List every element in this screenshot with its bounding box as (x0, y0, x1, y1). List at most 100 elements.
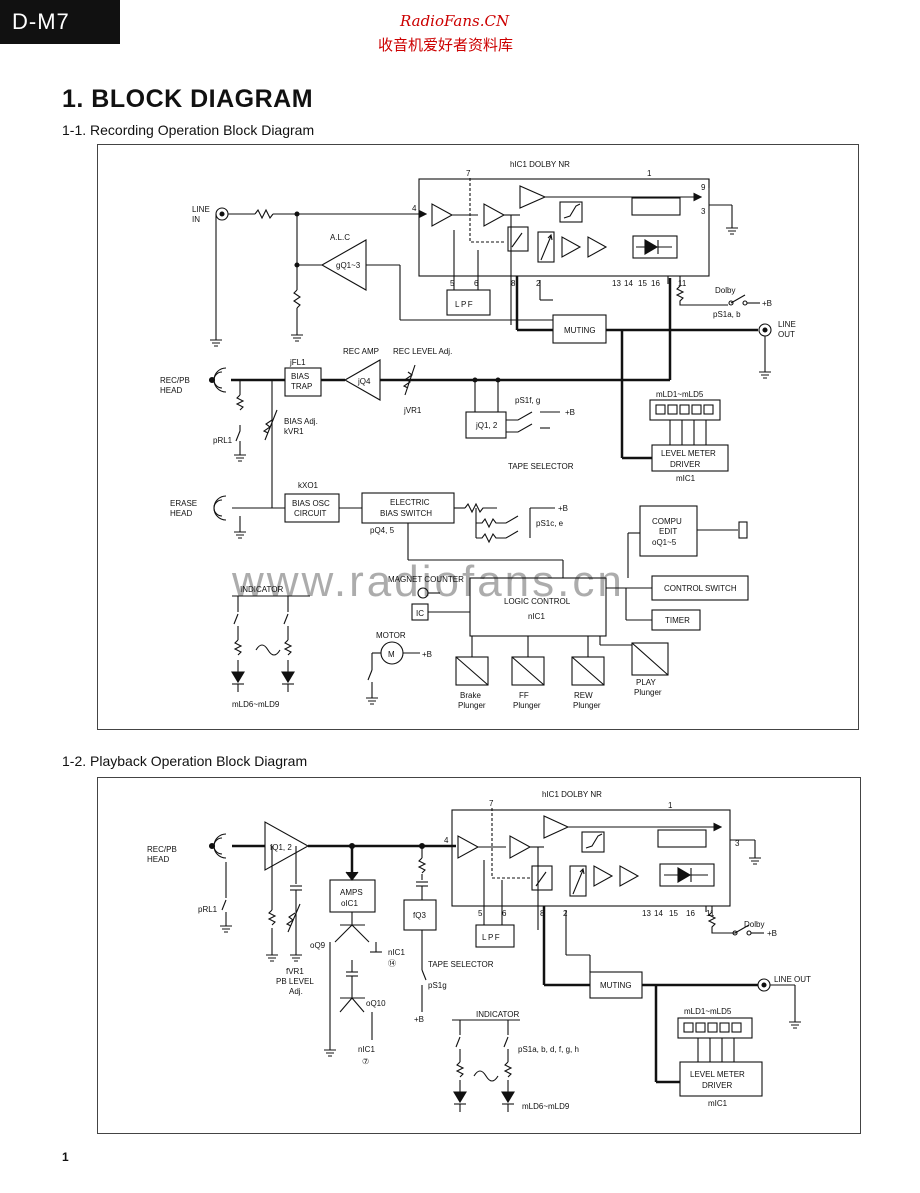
recording-frame (97, 144, 859, 730)
rec-plus-b-2: +B (565, 408, 575, 417)
pb-line-out-label: LINE OUT (774, 975, 811, 984)
rec-mld69-label: mLD6~mLD9 (232, 700, 280, 709)
pb-pin-3: 3 (735, 839, 740, 848)
rec-pin-11: 11 (678, 279, 687, 288)
pb-pin-4: 4 (444, 836, 449, 845)
rec-pin-16: 16 (651, 279, 660, 288)
rec-dolby-switch-label: Dolby (715, 286, 735, 295)
pb-nic1-7-pin: ⑦ (362, 1057, 369, 1066)
rec-bias-adj-label: BIAS Adj. (284, 417, 318, 426)
rec-lpf-label: LPF (455, 300, 474, 309)
rec-level-label: REC LEVEL Adj. (393, 347, 452, 356)
pb-nic1-7-label: nIC1 (358, 1045, 375, 1054)
pb-dolby-ic-box (451, 809, 731, 907)
pb-nic1-14-pin: ⑭ (388, 959, 396, 968)
rec-dolby-ps-label: pS1a, b (713, 310, 741, 319)
pb-pin-1: 1 (668, 801, 673, 810)
rec-logic-control-box (469, 577, 607, 637)
rec-play-label: PLAY (636, 678, 657, 687)
rec-plus-b-4: +B (422, 650, 432, 659)
pb-level-meter-label: LEVEL METER (690, 1070, 745, 1079)
watermark-site: RadioFans.CN (400, 12, 510, 30)
pb-head-label: REC/PB (147, 845, 177, 854)
rec-amp-label: REC AMP (343, 347, 379, 356)
rec-jq12-box (465, 411, 507, 439)
pb-level-label-2: Adj. (289, 987, 303, 996)
rec-bias-trap-label: BIAS (291, 372, 309, 381)
pb-oq9-label: oQ9 (310, 941, 326, 950)
pb-head-icon (213, 833, 227, 859)
rec-prl-label: pRL1 (213, 436, 233, 445)
pb-tape-selector-label: TAPE SELECTOR (428, 960, 494, 969)
rec-mic1-label: mIC1 (676, 474, 696, 483)
rec-erase-label: ERASE (170, 499, 197, 508)
rec-pin-4: 4 (412, 204, 417, 213)
rec-vr-label: jVR1 (403, 406, 422, 415)
watermark-chinese: 收音机爱好者资料库 (378, 36, 514, 54)
rec-pin-3: 3 (701, 207, 706, 216)
pb-fq12-label: fQ1, 2 (270, 843, 292, 852)
rec-bias-trap-box (284, 367, 322, 397)
rec-motor-label: MOTOR (376, 631, 406, 640)
pb-plus-b: +B (414, 1015, 424, 1024)
page-number: 1 (62, 1150, 69, 1164)
playback-heading: 1-2. Playback Operation Block Diagram (62, 753, 308, 769)
rec-kxo-label: kXO1 (298, 481, 319, 490)
rec-tape-selector-label: TAPE SELECTOR (508, 462, 574, 471)
rec-level-meter-label-2: DRIVER (670, 460, 700, 469)
rec-brake-label: Brake (460, 691, 481, 700)
rec-jq12-label: jQ1, 2 (475, 421, 498, 430)
pb-mld69-label: mLD6~mLD9 (522, 1102, 570, 1111)
rec-led-label: mLD1~mLD5 (656, 390, 704, 399)
rec-pin-7: 7 (466, 169, 471, 178)
rec-plus-b-3: +B (558, 504, 568, 513)
pb-pin-14: 14 (654, 909, 663, 918)
rec-bias-osc-label-2: CIRCUIT (294, 509, 327, 518)
pb-pin-15: 15 (669, 909, 678, 918)
rec-pin-8: 8 (511, 279, 516, 288)
pb-nic1-14-label: nIC1 (388, 948, 405, 957)
rec-ic-label: IC (416, 609, 424, 618)
page-title: 1. BLOCK DIAGRAM (62, 85, 314, 113)
rec-pin-1: 1 (647, 169, 652, 178)
pb-level-meter-box (679, 1061, 763, 1097)
rec-pin-9: 9 (701, 183, 706, 192)
rec-indicator-label: INDICATOR (240, 585, 283, 594)
rec-head-label: REC/PB (160, 376, 190, 385)
rec-compu-edit-box (639, 505, 698, 557)
rec-play-label-2: Plunger (634, 688, 662, 697)
pb-plus-b-2: +B (767, 929, 777, 938)
rec-pin-14: 14 (624, 279, 633, 288)
rec-line-out-label-2: OUT (778, 330, 795, 339)
pb-lpf-label: LPF (482, 933, 501, 942)
pb-pin-11: 11 (706, 909, 715, 918)
pb-fvr1-label: fVR1 (286, 967, 304, 976)
pb-oq10-label: oQ10 (366, 999, 386, 1008)
rec-pin-15: 15 (638, 279, 647, 288)
rec-magnet-label: MAGNET COUNTER (388, 575, 464, 584)
rec-compu-label: COMPU (652, 517, 682, 526)
rec-control-switch-label: CONTROL SWITCH (664, 584, 737, 593)
rec-brake-label-2: Plunger (458, 701, 486, 710)
pb-pin-7: 7 (489, 799, 494, 808)
pb-muting-label: MUTING (600, 981, 632, 990)
pb-pin-2: 2 (563, 909, 568, 918)
rec-bias-osc-label: BIAS OSC (292, 499, 330, 508)
rec-pq45-label: pQ4, 5 (370, 526, 395, 535)
rec-line-out-label: LINE (778, 320, 796, 329)
model-tab: D-M7 (0, 0, 120, 44)
rec-rew-label: REW (574, 691, 593, 700)
rec-head-icon (213, 367, 227, 393)
pb-dolby-switch-label: Dolby (744, 920, 764, 929)
rec-line-in-label: LINE (192, 205, 210, 214)
rec-erase-head-icon (213, 495, 227, 521)
pb-led-label: mLD1~mLD5 (684, 1007, 732, 1016)
rec-bias-trap-ref: jFL1 (289, 358, 306, 367)
rec-pin-13: 13 (612, 279, 621, 288)
pb-fq3-label: fQ3 (413, 911, 426, 920)
rec-plus-b: +B (762, 299, 772, 308)
rec-rew-label-2: Plunger (573, 701, 601, 710)
pb-level-label: PB LEVEL (276, 977, 314, 986)
pb-pin-8: 8 (540, 909, 545, 918)
